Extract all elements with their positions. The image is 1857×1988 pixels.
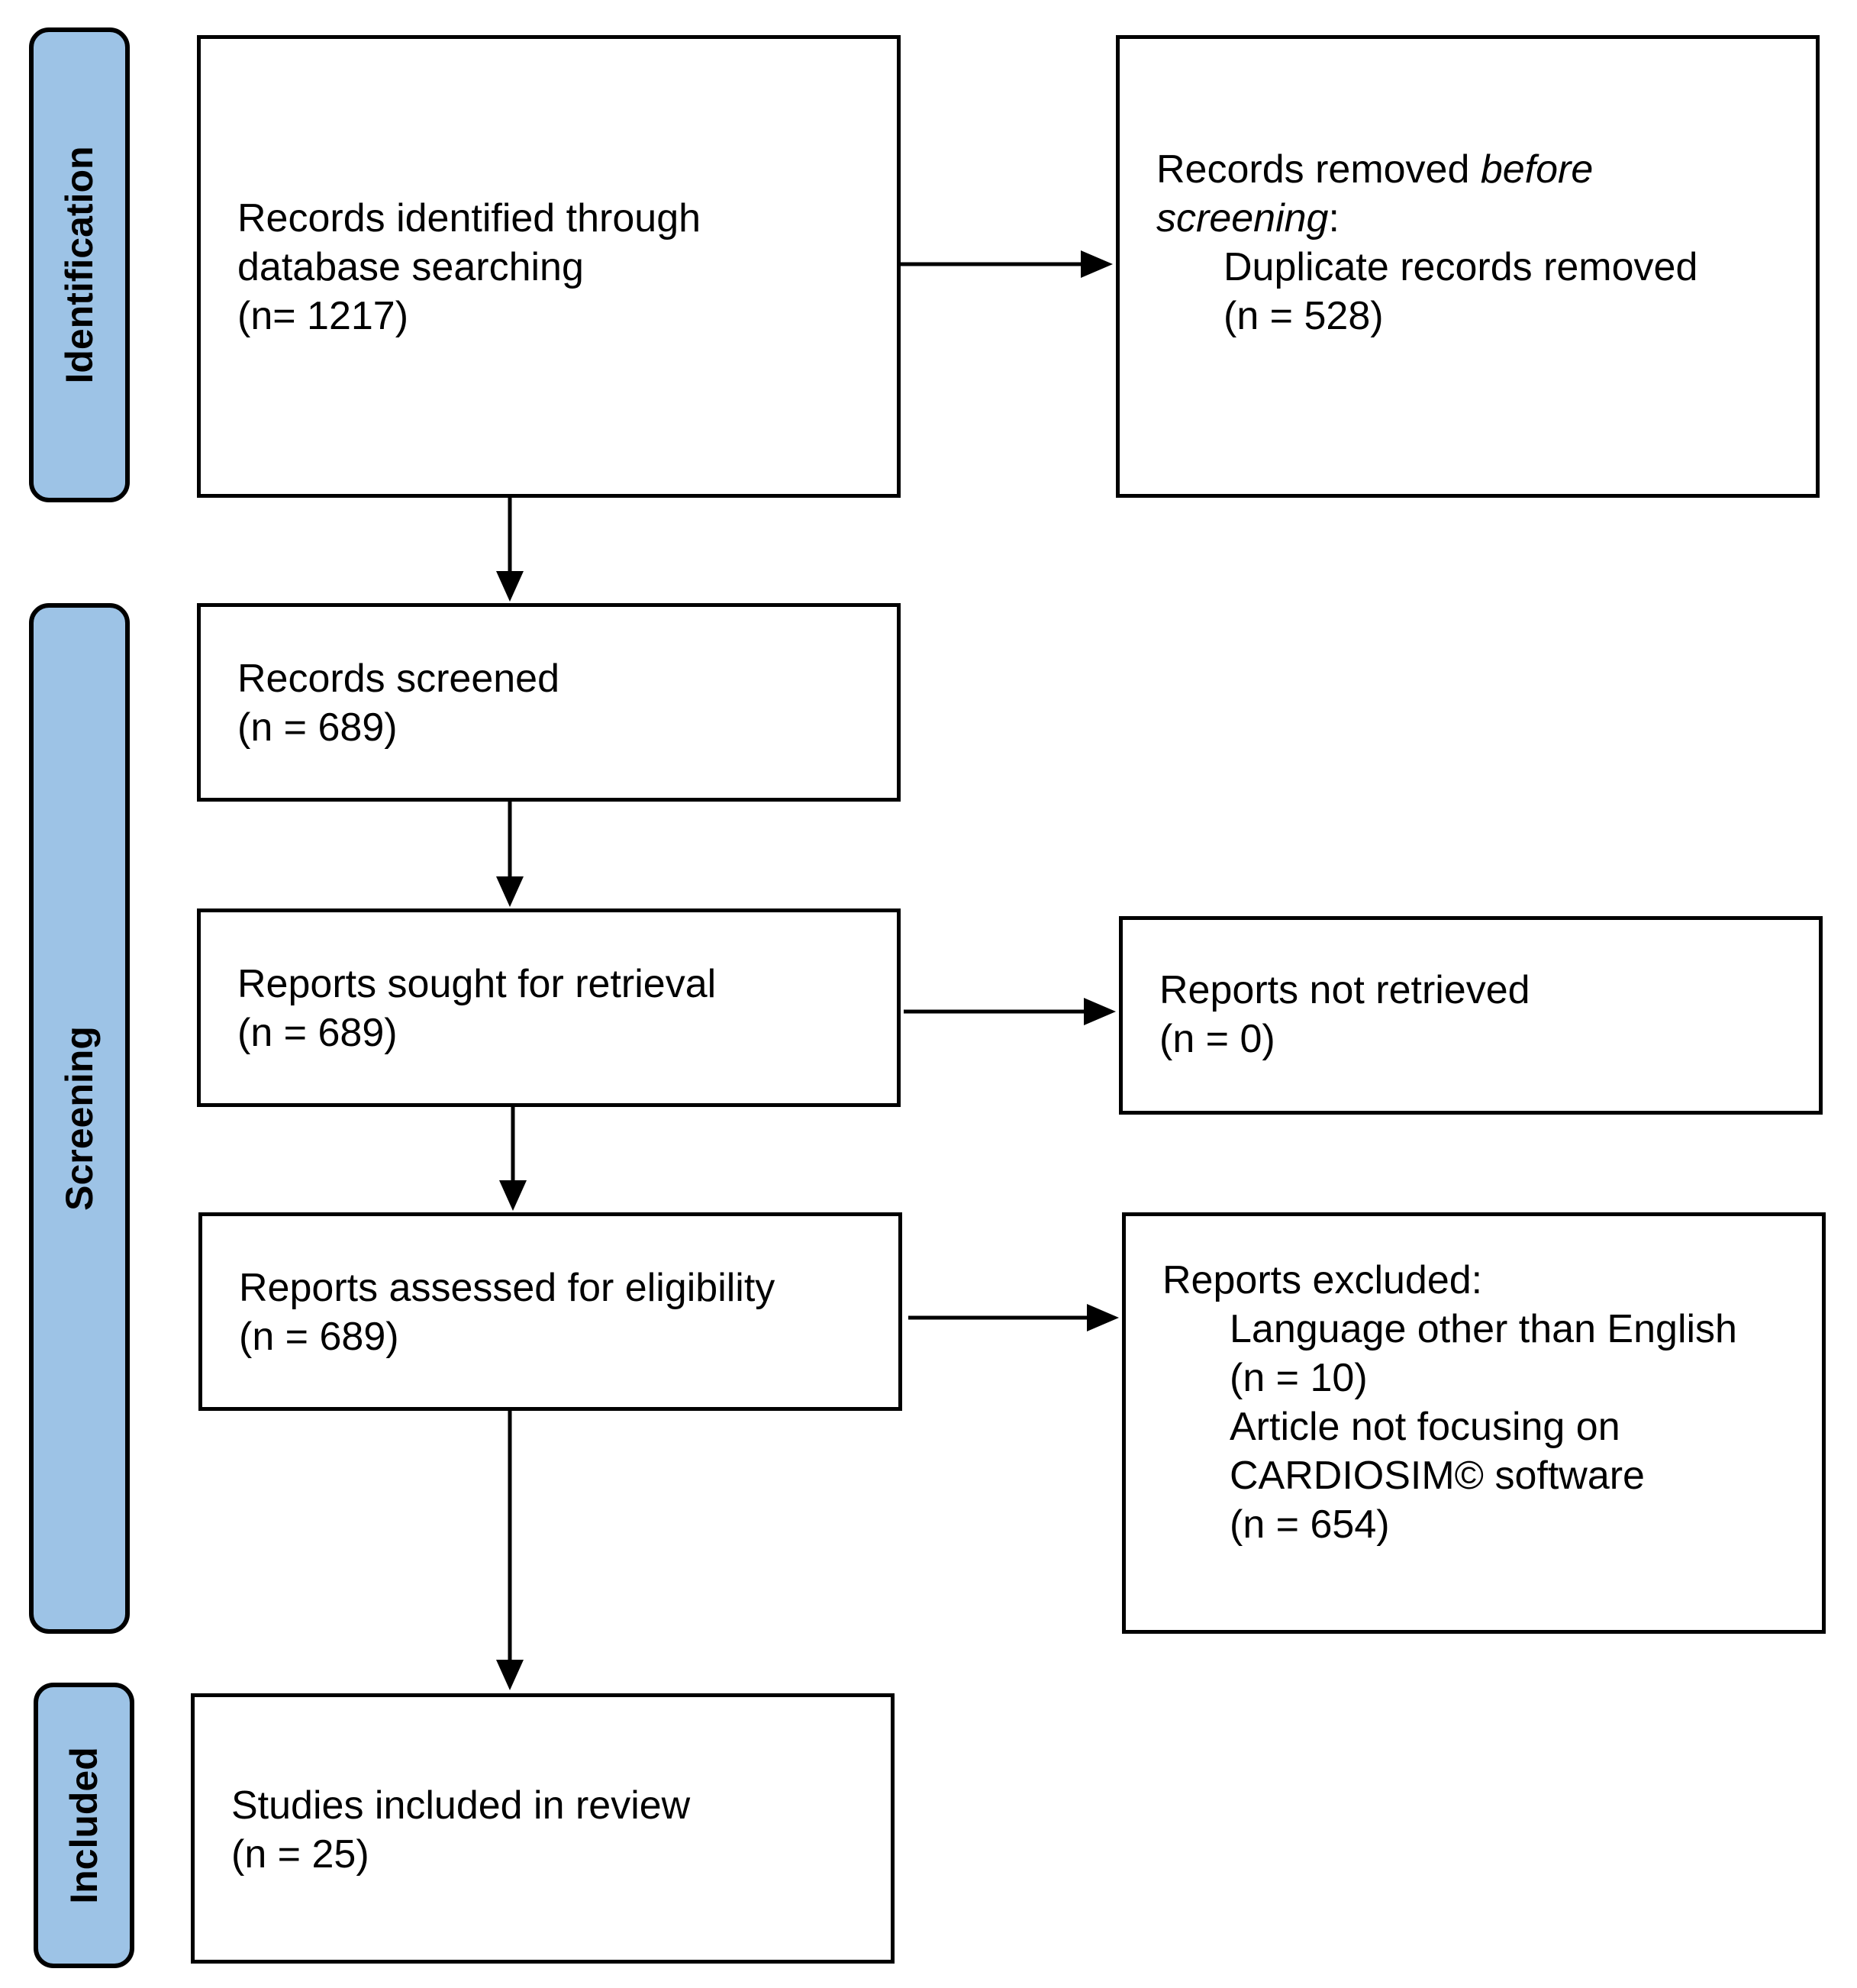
records-removed-colon: : [1328,196,1340,240]
arrow-to-reports-sought [496,802,524,907]
exclusion-reason-focus-line2: CARDIOSIM© software [1230,1454,1645,1498]
reports-assessed-label: Reports assessed for eligibility [239,1266,775,1310]
records-screened-label: Records screened [237,657,559,701]
records-removed-before: before [1480,147,1594,192]
records-removed-heading-line1: Records removed before [1156,145,1697,194]
exclusion-reason-focus-count: (n = 654) [1230,1502,1390,1547]
records-identified-count: (n= 1217) [237,294,409,338]
records-identified-line1: Records identified through [237,196,701,240]
reports-sought-count: (n = 689) [237,1011,398,1055]
records-removed-prefix: Records removed [1156,147,1481,192]
reports-not-retrieved-count: (n = 0) [1159,1017,1275,1061]
arrow-to-reports-not-retrieved [904,998,1116,1025]
records-removed-item: Duplicate records removed [1223,245,1698,289]
exclusion-reason-language: Language other than English [1230,1307,1737,1351]
records-removed-screening: screening [1156,196,1329,240]
records-removed-box: Records removed before screening: Duplic… [1116,35,1820,498]
arrow-to-records-removed [901,250,1113,278]
phase-screening: Screening [29,603,130,1634]
records-screened-count: (n = 689) [237,705,398,750]
phase-included: Included [34,1683,134,1968]
phase-identification: Identification [29,27,130,502]
reports-sought-label: Reports sought for retrieval [237,962,717,1006]
reports-assessed-box: Reports assessed for eligibility (n = 68… [198,1212,902,1411]
studies-included-count: (n = 25) [231,1832,369,1877]
reports-not-retrieved-label: Reports not retrieved [1159,968,1530,1012]
reports-excluded-label: Reports excluded: [1162,1258,1483,1302]
records-removed-count: (n = 528) [1223,294,1384,338]
arrow-to-reports-assessed [499,1107,527,1211]
records-screened-box: Records screened (n = 689) [197,603,901,802]
arrow-to-reports-excluded [908,1304,1119,1331]
arrow-to-studies-included [496,1411,524,1690]
reports-excluded-box: Reports excluded: Language other than En… [1122,1212,1826,1634]
records-identified-line2: database searching [237,245,584,289]
studies-included-box: Studies included in review (n = 25) [191,1693,895,1964]
reports-sought-box: Reports sought for retrieval (n = 689) [197,908,901,1107]
records-removed-heading-line2: screening: [1156,194,1697,243]
records-identified-box: Records identified through database sear… [197,35,901,498]
studies-included-label: Studies included in review [231,1783,691,1828]
arrow-to-records-screened [496,498,524,602]
exclusion-reason-language-count: (n = 10) [1230,1356,1368,1400]
reports-not-retrieved-box: Reports not retrieved (n = 0) [1119,916,1823,1115]
exclusion-reason-focus-line1: Article not focusing on [1230,1405,1620,1449]
reports-assessed-count: (n = 689) [239,1315,399,1359]
